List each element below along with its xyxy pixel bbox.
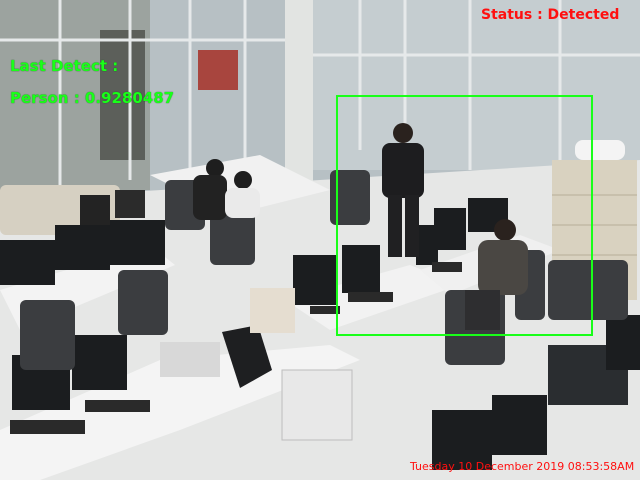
red-notice-board <box>198 50 238 90</box>
black-bag <box>80 195 110 225</box>
cardboard-box <box>250 288 295 333</box>
desk-front-left <box>0 345 360 480</box>
seated-operator <box>465 219 528 330</box>
office-chairs <box>20 170 628 370</box>
laptop <box>222 325 272 388</box>
cabinet-drawers <box>552 194 637 256</box>
last-detect-label: Last Detect : <box>10 57 119 75</box>
seated-worker <box>193 159 227 220</box>
detection-status: Status : Detected <box>481 7 620 23</box>
camera-timestamp: Tuesday 10 December 2019 08:53:58AM <box>410 460 635 473</box>
hallway-door <box>100 30 145 160</box>
black-bag <box>115 190 145 218</box>
seated-worker <box>225 171 260 218</box>
keyboards <box>10 262 462 434</box>
server-cabinet <box>281 369 353 441</box>
white-helmets <box>575 140 625 160</box>
detection-bounding-box <box>336 95 593 336</box>
concrete-column <box>285 0 313 200</box>
box-stack <box>160 342 220 377</box>
standing-person <box>382 123 424 257</box>
person-confidence: Person : 0.9280487 <box>10 89 175 107</box>
